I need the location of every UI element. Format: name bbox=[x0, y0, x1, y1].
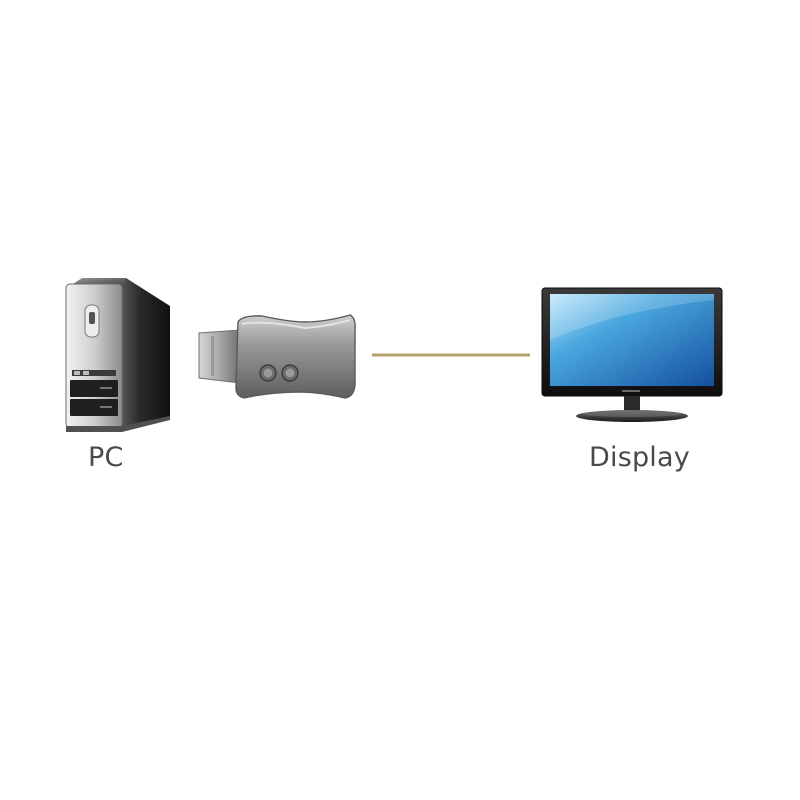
pc-label: PC bbox=[88, 442, 124, 473]
pc-tower-icon bbox=[65, 278, 170, 432]
emulator-adapter-icon bbox=[198, 314, 356, 399]
display-label: Display bbox=[589, 442, 690, 473]
monitor-icon bbox=[541, 287, 723, 422]
